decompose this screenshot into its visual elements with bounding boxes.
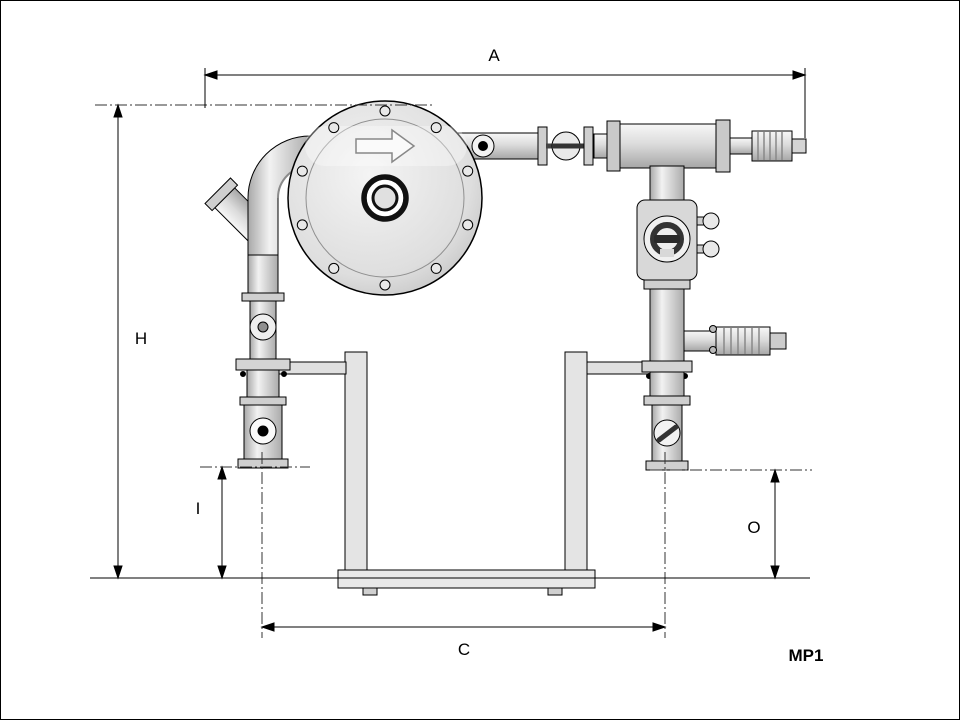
- discharge-tee-pipe: [619, 123, 731, 169]
- tee-flange-left: [606, 120, 621, 172]
- inlet-stub-flange: [204, 177, 239, 212]
- centerlines: [95, 104, 812, 638]
- dimension-o-label: O: [747, 518, 760, 537]
- stand-left-leg: [344, 351, 368, 573]
- outlet-nipple: [729, 137, 753, 155]
- return-flange-1: [643, 279, 691, 290]
- suction-end-flange: [237, 458, 289, 469]
- suction-flange-1: [241, 292, 285, 302]
- flow-direction-arrow-icon: [355, 128, 416, 164]
- mounting-stand: [275, 351, 654, 596]
- stand-right-leg: [564, 351, 588, 573]
- branch-coupling: [715, 326, 771, 356]
- rim-bolts: [296, 105, 474, 291]
- model-label: MP1: [789, 646, 824, 665]
- branch-bolt: [709, 325, 717, 333]
- dimension-lines: [113, 68, 807, 632]
- flange-bolt: [240, 371, 246, 377]
- valve-flange-left: [537, 126, 548, 166]
- stand-base-plate: [337, 569, 596, 589]
- branch-end-cap: [769, 332, 787, 350]
- return-pipe-assembly: [636, 165, 787, 471]
- return-end-flange: [645, 460, 689, 471]
- dimension-h-label: H: [135, 329, 147, 348]
- pump-head: [287, 100, 483, 296]
- suction-sight-glass-dot: [257, 425, 269, 437]
- outlet-end-cap: [791, 138, 807, 154]
- return-pipe-upper: [649, 288, 685, 366]
- suction-mount-flange: [235, 358, 291, 371]
- return-flange-2: [643, 395, 691, 406]
- coupling-ribs: [757, 132, 783, 160]
- valve-knob-upper: [702, 212, 720, 230]
- flange-bolt: [281, 371, 287, 377]
- discharge-pipe-mid: [593, 133, 609, 159]
- tee-flange-right: [715, 119, 731, 173]
- branch-bolt: [709, 346, 717, 354]
- suction-valve-hub: [257, 321, 269, 333]
- branch-coupling-ribs: [723, 328, 760, 354]
- valve-knob-lower: [702, 240, 720, 258]
- center-sight-glass: [371, 184, 399, 212]
- dimension-a-label: A: [488, 46, 500, 65]
- stand-foot-left: [362, 587, 378, 596]
- suction-pipe-upper: [247, 254, 279, 296]
- valve-block-handle: [654, 235, 680, 243]
- dimension-c-label: C: [458, 640, 470, 659]
- tee-down-pipe: [649, 165, 685, 203]
- suction-pipe-lower: [246, 369, 280, 398]
- pump-head-inner-rim: [305, 118, 465, 278]
- return-pipe-lower: [649, 371, 685, 399]
- dimension-i-label: I: [196, 499, 201, 518]
- return-mount-flange: [641, 360, 693, 373]
- check-valve-dot: [478, 141, 488, 151]
- return-valve-lever: [656, 424, 679, 443]
- suction-flange-2: [239, 396, 287, 406]
- stand-foot-right: [547, 587, 563, 596]
- valve-flange-right: [583, 126, 594, 166]
